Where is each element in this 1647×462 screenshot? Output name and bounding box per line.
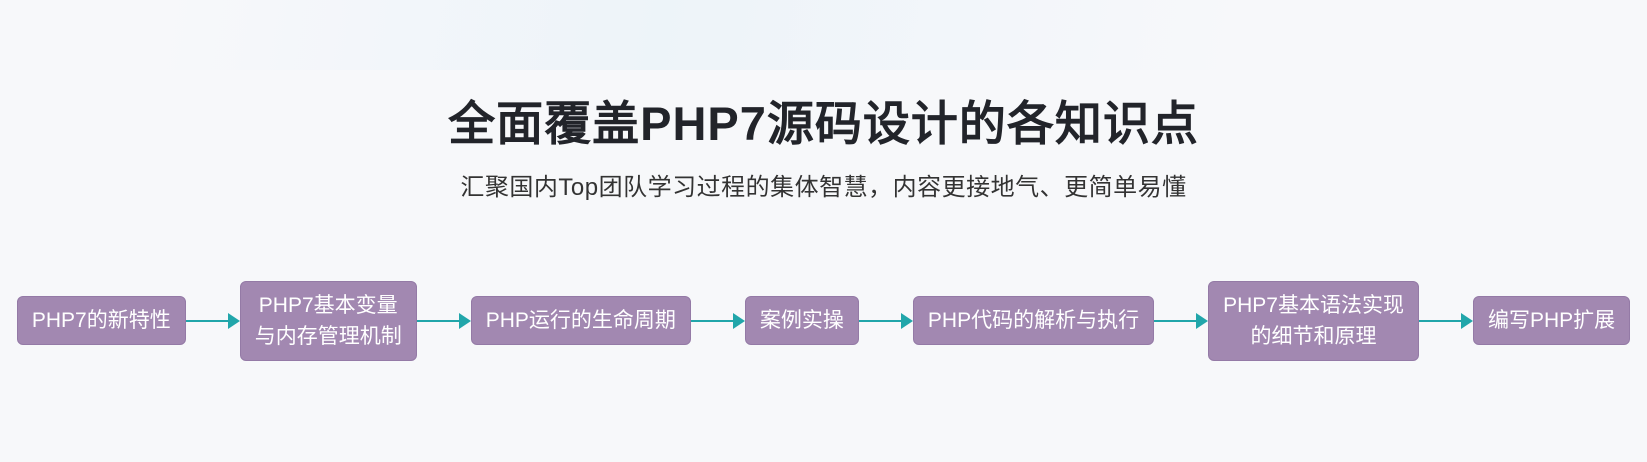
flow-step-syntax-details: PHP7基本语法实现 的细节和原理 <box>1208 280 1419 361</box>
section-header: 全面覆盖PHP7源码设计的各知识点 汇聚国内Top团队学习过程的集体智慧，内容更… <box>0 0 1647 205</box>
right-arrow-icon <box>185 312 240 329</box>
flow-step-php7-new-features: PHP7的新特性 <box>16 296 186 346</box>
page-title: 全面覆盖PHP7源码设计的各知识点 <box>448 97 1199 150</box>
arrow-head <box>1196 312 1209 329</box>
arrow-head <box>900 312 913 329</box>
flow-step-variables-memory: PHP7基本变量 与内存管理机制 <box>239 280 417 361</box>
right-arrow-icon <box>1154 312 1209 329</box>
flow-diagram: PHP7的新特性 PHP7基本变量 与内存管理机制 PHP运行的生命周期 案例实… <box>0 280 1647 361</box>
arrow-line <box>690 319 733 322</box>
flow-step-case-practice: 案例实操 <box>744 296 859 346</box>
arrow-head <box>1460 312 1473 329</box>
right-arrow-icon <box>690 312 745 329</box>
flow-step-lifecycle: PHP运行的生命周期 <box>470 296 691 346</box>
arrow-head <box>458 312 471 329</box>
page-subtitle: 汇聚国内Top团队学习过程的集体智慧，内容更接地气、更简单易懂 <box>460 174 1187 202</box>
arrow-head <box>227 312 240 329</box>
flow-step-parse-execute: PHP代码的解析与执行 <box>912 296 1155 346</box>
arrow-line <box>858 319 901 322</box>
arrow-head <box>732 312 745 329</box>
arrow-line <box>416 319 459 322</box>
flow-step-write-extensions: 编写PHP扩展 <box>1472 296 1631 346</box>
right-arrow-icon <box>858 312 913 329</box>
right-arrow-icon <box>1418 312 1473 329</box>
arrow-line <box>185 319 228 322</box>
right-arrow-icon <box>416 312 471 329</box>
arrow-line <box>1418 319 1461 322</box>
arrow-line <box>1154 319 1197 322</box>
